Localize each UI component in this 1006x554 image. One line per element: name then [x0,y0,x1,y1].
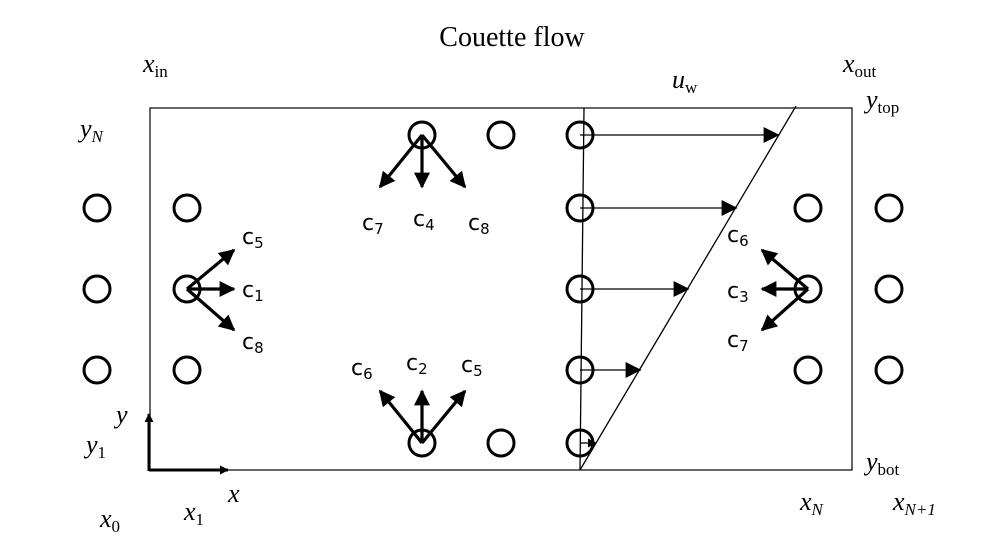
velocity-arrow-c5 [185,248,236,291]
lattice-node [793,193,823,223]
velocity-arrow-c6 [378,389,424,445]
velocity-label-c8: c8 [468,211,490,238]
velocity-label-c3: c3 [727,279,749,306]
velocity-arrow-c5 [420,389,467,445]
inlet-velocity-arrows [185,248,236,332]
lattice-node [172,355,202,385]
velocity-label-c4: c4 [413,207,435,234]
velocity-label-c2: c2 [406,351,428,378]
axis-label-y: y [113,400,128,429]
coordinate-axes [144,413,229,475]
label-y-1: y1 [83,430,106,462]
label-y-top: ytop [863,85,899,117]
velocity-label-c6: c6 [727,223,749,250]
velocity-label-c7: c7 [362,211,384,238]
diagram-title: Couette flow [439,22,585,53]
label-y-n: yN [77,114,105,146]
velocity-label-c8: c8 [242,330,264,357]
lattice-node [874,193,904,223]
velocity-arrow-c8 [420,133,467,189]
velocity-label-c7: c7 [727,328,749,355]
lattice-node [874,274,904,304]
lattice-node [82,355,112,385]
label-x-n: xN [799,487,825,519]
lattice-node [172,193,202,223]
top-wall-velocity-arrows [378,133,467,189]
outlet-velocity-arrows [760,248,810,332]
lattice-node [82,274,112,304]
velocity-arrow-c8 [185,287,236,332]
lattice-node [874,355,904,385]
velocity-label-c6: c6 [351,356,373,383]
lattice-node [793,355,823,385]
label-y-bot: ybot [863,447,900,479]
lattice-node [486,120,516,150]
velocity-label-c5: c5 [461,353,483,380]
label-u-w: uw [672,65,698,97]
velocity-arrow-c6 [760,248,810,291]
velocity-arrow-c7 [378,133,424,189]
axis-label-x: x [227,479,240,508]
velocity-arrow-c7 [760,287,810,332]
label-x-in: xin [142,49,168,81]
bottom-wall-velocity-arrows [378,389,467,445]
label-x-n-plus-1: xN+1 [892,487,936,519]
velocity-label-c1: c1 [242,278,264,305]
velocity-label-c5: c5 [242,225,264,252]
lattice-node [486,428,516,458]
label-x-out: xout [842,49,877,81]
domain-boundary [149,107,853,471]
lattice-node [82,193,112,223]
velocity-profile [579,105,797,471]
label-x-0: x0 [99,504,120,536]
label-x-1: x1 [183,497,204,529]
